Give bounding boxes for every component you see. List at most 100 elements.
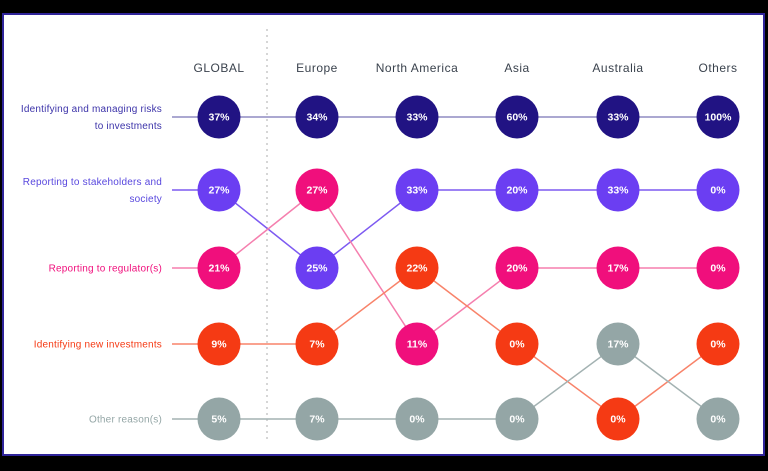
data-point-circle bbox=[395, 397, 439, 441]
column-header-north-america: North America bbox=[376, 61, 459, 75]
data-point: 34% bbox=[295, 95, 339, 139]
data-point: 0% bbox=[395, 397, 439, 441]
data-point-circle bbox=[596, 397, 640, 441]
data-point: 27% bbox=[197, 168, 241, 212]
data-point-value: 0% bbox=[710, 339, 726, 351]
data-point-circle bbox=[295, 95, 339, 139]
data-point-circle bbox=[495, 95, 539, 139]
data-point-value: 0% bbox=[509, 339, 525, 351]
data-point: 20% bbox=[495, 168, 539, 212]
data-point-circle bbox=[197, 95, 241, 139]
data-point: 0% bbox=[495, 322, 539, 366]
data-point-value: 0% bbox=[509, 414, 525, 426]
column-header-others: Others bbox=[698, 61, 737, 75]
row-label-1: Reporting to stakeholders and bbox=[23, 177, 162, 188]
data-point-circle bbox=[696, 397, 740, 441]
data-point-circle bbox=[596, 168, 640, 212]
data-point: 33% bbox=[596, 168, 640, 212]
data-point: 7% bbox=[295, 322, 339, 366]
data-point-circle bbox=[596, 95, 640, 139]
data-point: 17% bbox=[596, 246, 640, 290]
data-point-value: 33% bbox=[406, 112, 428, 124]
data-point-value: 0% bbox=[710, 263, 726, 275]
data-point-circle bbox=[197, 322, 241, 366]
data-point-circle bbox=[395, 168, 439, 212]
data-point-value: 27% bbox=[306, 185, 328, 197]
data-point: 7% bbox=[295, 397, 339, 441]
data-point-value: 20% bbox=[506, 263, 528, 275]
data-point-value: 33% bbox=[607, 112, 629, 124]
column-header-europe: Europe bbox=[296, 61, 338, 75]
data-point-value: 0% bbox=[710, 185, 726, 197]
data-point: 60% bbox=[495, 95, 539, 139]
data-point-value: 27% bbox=[208, 185, 230, 197]
data-point-circle bbox=[197, 397, 241, 441]
data-point-circle bbox=[495, 322, 539, 366]
column-header-australia: Australia bbox=[592, 61, 643, 75]
row-label-1: society bbox=[129, 194, 162, 205]
data-point-circle bbox=[696, 95, 740, 139]
data-point-circle bbox=[295, 322, 339, 366]
data-point-circle bbox=[495, 168, 539, 212]
series-line-4 bbox=[219, 343, 719, 420]
data-point-value: 5% bbox=[211, 414, 227, 426]
row-label-0: to investments bbox=[95, 121, 162, 132]
data-point-circle bbox=[395, 322, 439, 366]
data-point-circle bbox=[197, 246, 241, 290]
data-point-value: 37% bbox=[208, 112, 230, 124]
row-label-3: Identifying new investments bbox=[34, 340, 162, 351]
data-point: 21% bbox=[197, 246, 241, 290]
data-point: 11% bbox=[395, 322, 439, 366]
data-point: 33% bbox=[596, 95, 640, 139]
data-point-value: 11% bbox=[407, 339, 428, 351]
data-point: 9% bbox=[197, 322, 241, 366]
data-point-value: 34% bbox=[306, 112, 328, 124]
data-point-circle bbox=[295, 397, 339, 441]
data-point-circle bbox=[696, 246, 740, 290]
row-label-4: Other reason(s) bbox=[89, 415, 162, 426]
row-label-0: Identifying and managing risks bbox=[21, 104, 162, 115]
data-point-value: 25% bbox=[306, 263, 328, 275]
data-point-value: 60% bbox=[506, 112, 528, 124]
data-point-value: 100% bbox=[705, 112, 733, 124]
data-point: 0% bbox=[596, 397, 640, 441]
data-point: 25% bbox=[295, 246, 339, 290]
data-point: 37% bbox=[197, 95, 241, 139]
data-point-value: 7% bbox=[309, 339, 325, 351]
data-point-circle bbox=[395, 95, 439, 139]
data-point-value: 7% bbox=[309, 414, 325, 426]
data-point-circle bbox=[696, 322, 740, 366]
series-line-1 bbox=[218, 189, 718, 269]
data-point: 5% bbox=[197, 397, 241, 441]
data-point-value: 0% bbox=[409, 414, 425, 426]
series-line-3 bbox=[219, 267, 719, 420]
data-point: 33% bbox=[395, 95, 439, 139]
data-point-circle bbox=[197, 168, 241, 212]
data-point: 17% bbox=[596, 322, 640, 366]
data-point-value: 33% bbox=[607, 185, 629, 197]
data-point-value: 22% bbox=[406, 263, 428, 275]
data-point-circle bbox=[696, 168, 740, 212]
data-point-circle bbox=[295, 168, 339, 212]
data-point: 33% bbox=[395, 168, 439, 212]
data-point-value: 17% bbox=[607, 263, 629, 275]
data-point-value: 21% bbox=[208, 263, 230, 275]
row-label-2: Reporting to regulator(s) bbox=[49, 264, 162, 275]
data-point-circle bbox=[495, 246, 539, 290]
data-point-value: 9% bbox=[211, 339, 227, 351]
data-point-circle bbox=[295, 246, 339, 290]
data-point: 100% bbox=[696, 95, 740, 139]
data-point: 0% bbox=[495, 397, 539, 441]
data-point: 0% bbox=[696, 397, 740, 441]
data-point: 0% bbox=[696, 168, 740, 212]
data-point-value: 0% bbox=[610, 414, 626, 426]
data-point: 20% bbox=[495, 246, 539, 290]
data-point-circle bbox=[395, 246, 439, 290]
data-point-circle bbox=[596, 246, 640, 290]
data-point-circle bbox=[495, 397, 539, 441]
data-point-value: 0% bbox=[710, 414, 726, 426]
data-point-circle bbox=[596, 322, 640, 366]
data-point-value: 17% bbox=[607, 339, 629, 351]
